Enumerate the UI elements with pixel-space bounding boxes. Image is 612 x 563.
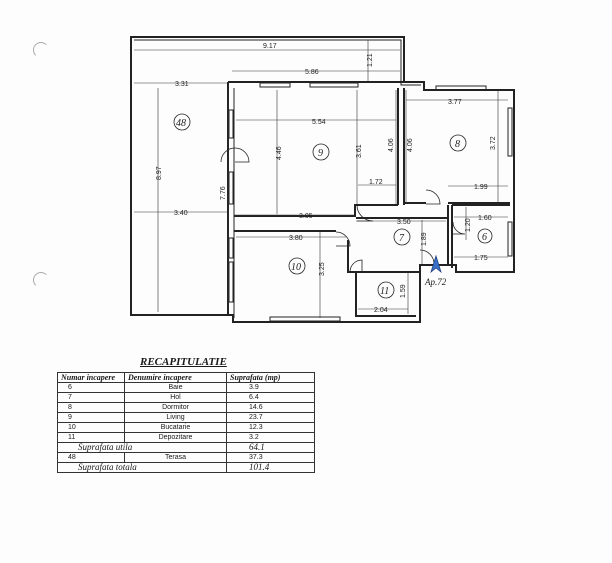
- table-row: 6 Baie 3.9: [57, 382, 315, 393]
- room-num-cell: 7: [57, 392, 125, 403]
- room-area-cell: 3.9: [226, 382, 315, 393]
- room-num-cell: 8: [57, 402, 125, 413]
- room-name-cell: Baie: [124, 382, 227, 393]
- room-number-8: 8: [455, 139, 460, 150]
- useful-area-label: Suprafata utila: [57, 442, 227, 453]
- table-row: 7 Hol 6.4: [57, 392, 315, 403]
- punch-hole-mark: [33, 42, 49, 58]
- dimension-label: 3.77: [448, 99, 462, 106]
- room-name-cell: Hol: [124, 392, 227, 403]
- useful-area-row: Suprafata utila 64.1: [57, 442, 315, 453]
- dimension-label: 3.40: [174, 210, 188, 217]
- recap-table: Numar incapere Denumire incapere Suprafa…: [57, 372, 315, 473]
- room-number-48: 48: [176, 118, 186, 129]
- dimension-label: 1.21: [367, 53, 374, 67]
- dimension-label: 3.72: [490, 136, 497, 150]
- window-marks: [228, 82, 513, 322]
- dimension-label: 1.60: [478, 215, 492, 222]
- total-area-row: Suprafata totala 101.4: [57, 462, 315, 473]
- floor-plan: 9.17 5.86 1.21 3.31 5.54 3.77 8.97 7.76 …: [130, 36, 515, 323]
- dimension-label: 1.75: [474, 255, 488, 262]
- table-row: 10 Bucatarie 12.3: [57, 422, 315, 433]
- dimension-label: 3.61: [356, 144, 363, 158]
- table-row: 8 Dormitor 14.6: [57, 402, 315, 413]
- dimension-label: 1.99: [474, 184, 488, 191]
- apartment-label: Ap.72: [424, 277, 447, 287]
- dimension-label: 5.86: [305, 69, 319, 76]
- dimension-label: 7.76: [220, 186, 227, 200]
- recap-title: RECAPITULATIE: [140, 356, 227, 368]
- dimension-label: 3.25: [319, 262, 326, 276]
- dimension-label: 8.97: [156, 166, 163, 180]
- dimension-label: 4.06: [407, 138, 414, 152]
- room-name-cell: Terasa: [124, 452, 227, 463]
- room-area-cell: 37.3: [226, 452, 315, 463]
- dimension-label: 5.54: [312, 119, 326, 126]
- table-row: 48 Terasa 37.3: [57, 452, 315, 463]
- header-room-number: Numar incapere: [57, 372, 125, 383]
- table-row: 11 Depozitare 3.2: [57, 432, 315, 443]
- room-num-cell: 9: [57, 412, 125, 423]
- entrance-arrow-icon: [430, 254, 442, 274]
- useful-area-value: 64.1: [226, 442, 315, 453]
- header-area: Suprafata (mp): [226, 372, 315, 383]
- room-name-cell: Living: [124, 412, 227, 423]
- table-row: 9 Living 23.7: [57, 412, 315, 423]
- room-area-cell: 14.6: [226, 402, 315, 413]
- room-num-cell: 6: [57, 382, 125, 393]
- recap-header-row: Numar incapere Denumire incapere Suprafa…: [57, 372, 315, 383]
- dimension-lines: [134, 40, 508, 318]
- dimension-label: 2.04: [374, 307, 388, 314]
- total-area-label: Suprafata totala: [57, 462, 227, 473]
- room-number-9: 9: [318, 148, 323, 159]
- dimension-label: 3.05: [299, 213, 313, 220]
- room-num-cell: 11: [57, 432, 125, 443]
- dimension-label: 3.80: [289, 235, 303, 242]
- dimension-label: 4.46: [276, 146, 283, 160]
- dimension-label: 3.50: [397, 219, 411, 226]
- room-area-cell: 3.2: [226, 432, 315, 443]
- room-number-7: 7: [399, 233, 405, 244]
- room-num-cell: 10: [57, 422, 125, 433]
- room-area-cell: 12.3: [226, 422, 315, 433]
- dimension-label: 1.20: [465, 218, 472, 232]
- room-area-cell: 6.4: [226, 392, 315, 403]
- dimension-label: 4.06: [388, 138, 395, 152]
- dimension-label: 1.89: [421, 232, 428, 246]
- punch-hole-mark: [33, 272, 49, 288]
- room-name-cell: Depozitare: [124, 432, 227, 443]
- total-area-value: 101.4: [226, 462, 315, 473]
- plan-walls: [130, 36, 515, 323]
- room-number-6: 6: [482, 232, 487, 243]
- room-num-cell: 48: [57, 452, 125, 463]
- dimension-label: 1.59: [400, 284, 407, 298]
- room-number-10: 10: [291, 262, 301, 273]
- room-markers: [173, 113, 493, 299]
- dimension-label: 1.72: [369, 179, 383, 186]
- dimension-label: 9.17: [263, 43, 277, 50]
- header-room-name: Denumire incapere: [124, 372, 227, 383]
- door-swings: [220, 147, 466, 273]
- room-name-cell: Bucatarie: [124, 422, 227, 433]
- room-number-11: 11: [380, 286, 389, 297]
- dimension-label: 3.31: [175, 81, 189, 88]
- room-name-cell: Dormitor: [124, 402, 227, 413]
- room-area-cell: 23.7: [226, 412, 315, 423]
